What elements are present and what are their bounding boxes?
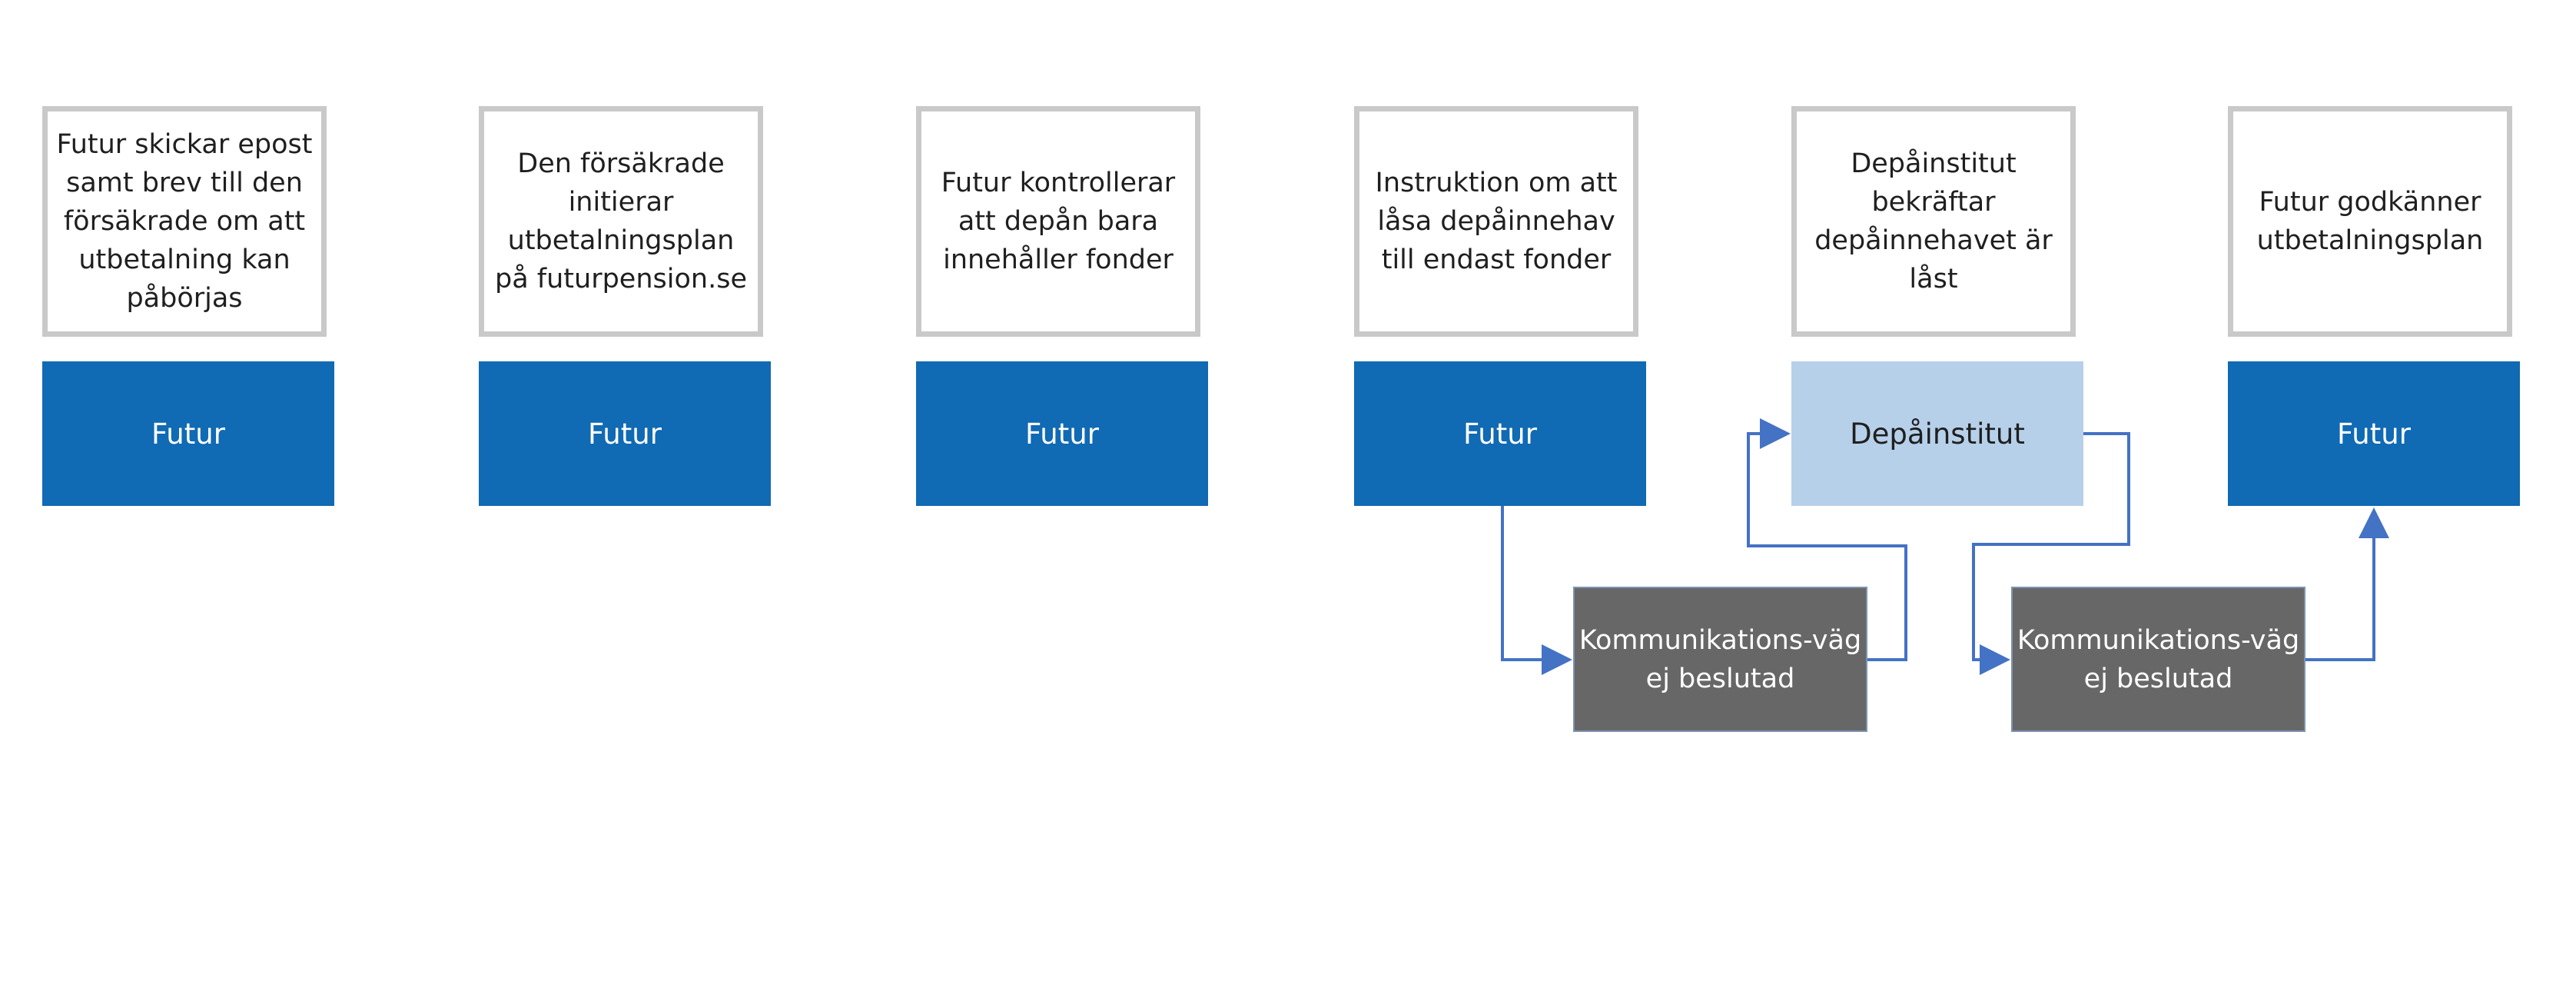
step-6-actor-label: Futur: [2337, 417, 2411, 451]
step-2-actor-label: Futur: [588, 417, 662, 451]
step-3-actor-futur: Futur: [916, 361, 1208, 506]
step-4-actor-futur: Futur: [1354, 361, 1646, 506]
step-3-description: Futur kontrollerar att depån bara innehå…: [916, 106, 1200, 337]
step-5-actor-depainstitut: Depåinstitut: [1791, 361, 2083, 506]
step-5-description-text: Depåinstitut bekräftar depåinnehavet är …: [1814, 148, 2053, 294]
step-2-actor-futur: Futur: [479, 361, 771, 506]
step-5-description: Depåinstitut bekräftar depåinnehavet är …: [1791, 106, 2076, 337]
communication-box-1-label: Kommunikations-väg ej beslutad: [1578, 624, 1862, 694]
step-1-description-text: Futur skickar epost samt brev till den f…: [56, 129, 313, 314]
step-3-actor-label: Futur: [1025, 417, 1099, 451]
step-2-description: Den försäkrade initierar utbetalningspla…: [479, 106, 763, 337]
communication-box-2: Kommunikations-väg ej beslutad: [2011, 587, 2305, 732]
step-1-description: Futur skickar epost samt brev till den f…: [42, 106, 327, 337]
step-1-actor-futur: Futur: [42, 361, 334, 506]
step-1-actor-label: Futur: [151, 417, 225, 451]
step-6-description: Futur godkänner utbetalningsplan: [2228, 106, 2512, 337]
step-6-actor-futur: Futur: [2228, 361, 2520, 506]
step-3-description-text: Futur kontrollerar att depån bara innehå…: [941, 168, 1176, 275]
step-6-description-text: Futur godkänner utbetalningsplan: [2256, 187, 2484, 256]
step-4-actor-label: Futur: [1463, 417, 1537, 451]
communication-box-1: Kommunikations-väg ej beslutad: [1573, 587, 1867, 732]
connector-communication-2-to-futur: [2305, 507, 2389, 661]
connector-futur-to-communication-1: [1501, 506, 1572, 675]
step-4-description-text: Instruktion om att låsa depåinnehav till…: [1375, 168, 1618, 275]
step-2-description-text: Den försäkrade initierar utbetalningspla…: [495, 148, 747, 294]
step-4-description: Instruktion om att låsa depåinnehav till…: [1354, 106, 1638, 337]
step-5-actor-label: Depåinstitut: [1850, 417, 2025, 451]
communication-box-2-label: Kommunikations-väg ej beslutad: [2017, 624, 2300, 694]
